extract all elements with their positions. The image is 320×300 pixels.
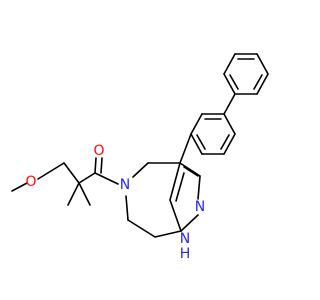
structure-diagram: O O N N N H: [11, 53, 269, 262]
ether-oxygen-label: O: [25, 174, 36, 190]
pyrazole-nh-nitrogen-label: N: [180, 231, 190, 247]
piperidine-ring: [125, 162, 182, 238]
molecule-canvas: O O N N N H: [11, 53, 269, 262]
biaryl-bond: [223, 93, 236, 115]
amide-nitrogen-label: N: [120, 177, 130, 193]
nh-hydrogen-label: H: [180, 246, 191, 262]
pyrazole-nitrogen-label: N: [195, 199, 205, 215]
pyrazole-ring: [169, 162, 201, 232]
phenyl-ring-top: [223, 53, 269, 95]
acyl-chain: [11, 157, 119, 206]
aryl-pyrazole-bond: [179, 133, 192, 164]
phenyl-ring-middle: [190, 113, 236, 155]
ketone-oxygen-label: O: [93, 143, 104, 159]
